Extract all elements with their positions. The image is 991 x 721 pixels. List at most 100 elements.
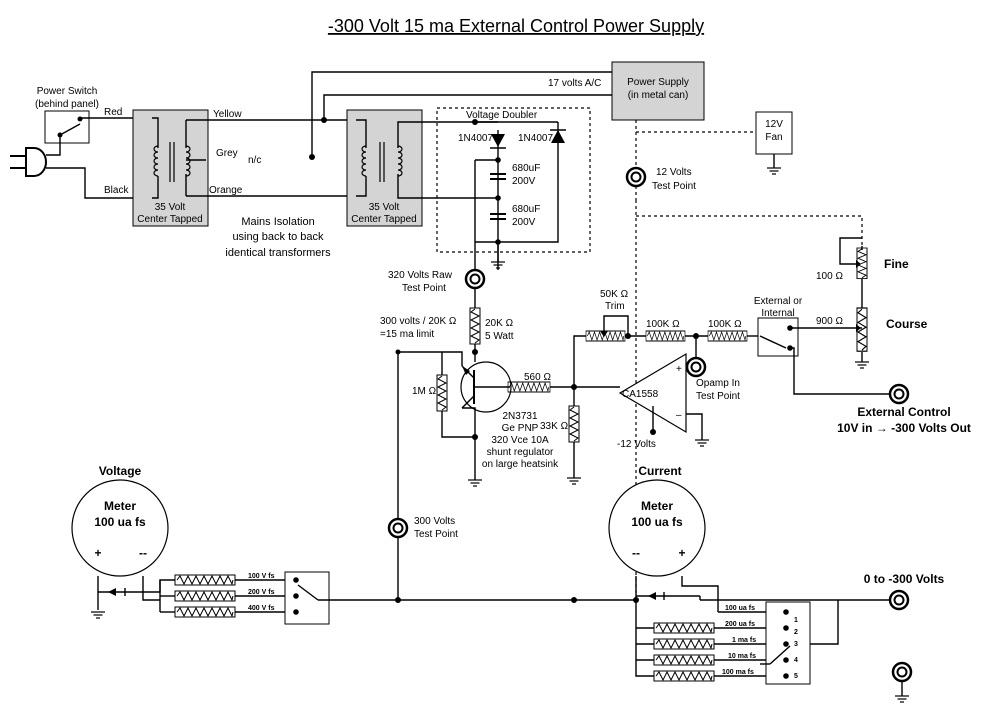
transistor-type: Ge PNP — [502, 423, 539, 434]
tp-300v-label: 300 Volts — [414, 516, 455, 527]
tp-12v-sublabel: Test Point — [652, 181, 696, 192]
resistor-200v-icon — [174, 590, 236, 602]
resistor-560-icon — [507, 381, 551, 393]
capacitor-c2-value: 680uF — [512, 204, 540, 215]
range-100ma-label: 100 ma fs — [722, 669, 754, 676]
transformer-1-rating: 35 Volt — [155, 202, 186, 213]
tp-300v-sublabel: Test Point — [414, 529, 458, 540]
pos-2-label: 2 — [794, 629, 798, 636]
transistor-mount: on large heatsink — [482, 459, 559, 470]
voltage-meter-title: Meter — [104, 499, 136, 513]
transformer-1 — [132, 109, 209, 227]
fan-voltage: 12V — [765, 119, 783, 130]
ground-jack-icon[interactable] — [891, 661, 913, 683]
output-jack-icon[interactable] — [888, 589, 910, 611]
mains-isolation-3: identical transformers — [225, 247, 331, 259]
pos-3-label: 3 — [794, 641, 798, 648]
diode-d1-icon — [490, 134, 506, 149]
resistor-100k-b-icon — [707, 330, 748, 342]
trim-pot-value: 50K Ω — [600, 289, 629, 300]
limit-note-1: 300 volts / 20K Ω — [380, 316, 457, 327]
range-400v-label: 400 V fs — [248, 605, 275, 612]
current-meter-minus: -- — [632, 546, 640, 560]
resistor-20k-rating: 5 Watt — [485, 331, 514, 342]
opamp-plus: + — [676, 364, 682, 375]
neg12-label: -12 Volts — [617, 439, 656, 450]
page-title: -300 Volt 15 ma External Control Power S… — [328, 16, 704, 36]
transformer-2 — [346, 109, 475, 227]
fine-label: Fine — [884, 257, 909, 271]
transformer-2-type: Center Tapped — [351, 214, 416, 225]
fan-label: Fan — [765, 132, 782, 143]
voltage-meter — [71, 479, 169, 577]
shunt-1ma-icon — [653, 638, 715, 650]
resistor-100-value: 100 Ω — [816, 271, 843, 282]
diode-d1-label: 1N4007 — [458, 133, 493, 144]
capacitor-c2-icon — [490, 213, 506, 220]
tp-300v-icon[interactable] — [387, 517, 409, 539]
range-10ma-label: 10 ma fs — [728, 653, 756, 660]
range-1ma-label: 1 ma fs — [732, 637, 756, 644]
mains-plug-icon — [10, 147, 47, 177]
transistor-rating: 320 Vce 10A — [491, 435, 549, 446]
external-control-jack-icon[interactable] — [888, 383, 910, 405]
current-meter — [608, 479, 706, 577]
wire-black-label: Black — [104, 185, 129, 196]
mains-isolation-2: using back to back — [232, 231, 324, 243]
pos-1-label: 1 — [794, 617, 798, 624]
wire-nc-label: n/c — [248, 155, 261, 166]
resistor-20k-icon — [469, 307, 481, 345]
output-label: 0 to -300 Volts — [864, 572, 945, 586]
tp-320v-sublabel: Test Point — [402, 283, 446, 294]
mains-isolation-1: Mains Isolation — [241, 216, 314, 228]
external-control-label: External Control — [857, 405, 950, 419]
diode-d2-label: 1N4007 — [518, 133, 553, 144]
ext-int-sublabel: Internal — [761, 308, 794, 319]
limit-note-2: =15 ma limit — [380, 329, 434, 340]
resistor-100k-a-icon — [645, 330, 686, 342]
current-meter-title: Meter — [641, 499, 673, 513]
behind-panel-label: (behind panel) — [35, 99, 99, 110]
tp-320v-icon[interactable] — [464, 268, 486, 290]
transistor-role: shunt regulator — [487, 447, 554, 458]
ext-int-switch[interactable] — [757, 317, 799, 357]
tp-320v-label: 320 Volts Raw — [388, 270, 453, 281]
shunt-100ma-icon — [653, 670, 715, 682]
shunt-200ua-icon — [653, 622, 715, 634]
capacitor-c1-rating: 200V — [512, 176, 536, 187]
course-label: Course — [886, 317, 928, 331]
ext-int-label: External or — [754, 296, 803, 307]
fine-pot-icon — [839, 237, 868, 280]
power-supply-sublabel: (in metal can) — [628, 90, 689, 101]
capacitor-c2-rating: 200V — [512, 217, 536, 228]
range-100v-label: 100 V fs — [248, 573, 275, 580]
wire-red-label: Red — [104, 107, 122, 118]
pos-5-label: 5 — [794, 673, 798, 680]
capacitor-c1-value: 680uF — [512, 163, 540, 174]
pos-4-label: 4 — [794, 657, 798, 664]
power-supply-box — [611, 61, 705, 121]
wire-orange-label: Orange — [209, 185, 243, 196]
voltage-meter-minus: -- — [139, 546, 147, 560]
opamp-label: CA1558 — [622, 389, 659, 400]
external-control-sublabel: 10V in → -300 Volts Out — [837, 421, 971, 435]
transistor-part: 2N3731 — [502, 411, 537, 422]
resistor-560-value: 560 Ω — [524, 372, 551, 383]
resistor-1m-value: 1M Ω — [412, 386, 437, 397]
resistor-20k-value: 20K Ω — [485, 318, 514, 329]
tp-12v-icon[interactable] — [625, 166, 647, 188]
current-meter-plus: + — [678, 546, 685, 560]
voltage-section-title: Voltage — [99, 464, 142, 478]
voltage-range-switch[interactable] — [284, 571, 330, 625]
current-range-switch[interactable] — [765, 601, 811, 685]
resistor-33k-value: 33K Ω — [540, 421, 569, 432]
range-200ua-label: 200 ua fs — [725, 621, 755, 628]
resistor-900-value: 900 Ω — [816, 316, 843, 327]
current-section-title: Current — [638, 464, 681, 478]
tp-opamp-in-icon[interactable] — [685, 356, 707, 378]
range-200v-label: 200 V fs — [248, 589, 275, 596]
tp-12v-label: 12 Volts — [656, 167, 692, 178]
voltage-doubler-box — [436, 107, 591, 253]
tp-opamp-in-label: Opamp In — [696, 378, 740, 389]
